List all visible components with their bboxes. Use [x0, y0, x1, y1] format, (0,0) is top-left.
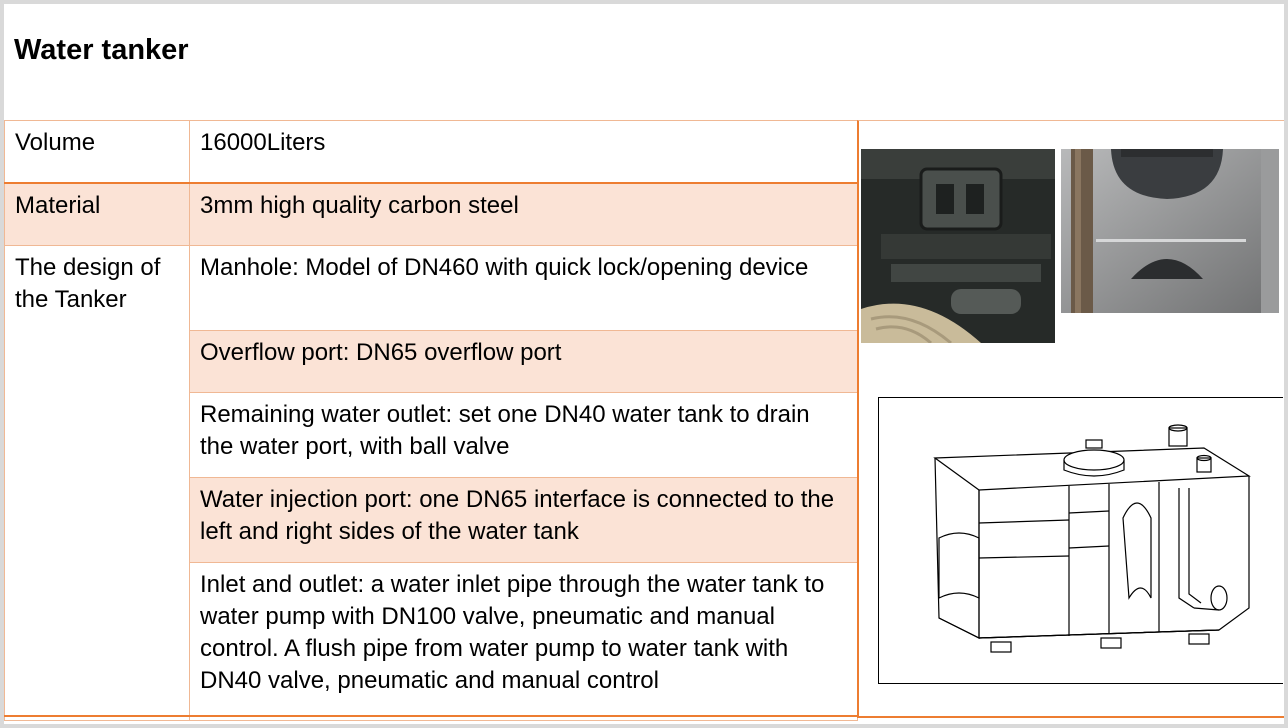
slide: Water tanker Volume 16000Liters Material…: [4, 4, 1284, 724]
row-label: Material: [4, 182, 190, 246]
table-row: Volume 16000Liters: [4, 120, 858, 184]
table-row: Overflow port: DN65 overflow port: [5, 330, 858, 393]
image-cell: [857, 120, 1284, 718]
table-row: Water injection port: one DN65 interface…: [5, 477, 858, 563]
tank-partition-photo: [1061, 149, 1279, 313]
tank-drawing: [878, 397, 1283, 684]
row-label: The design of the Tanker: [4, 245, 190, 721]
table-row: The design of the Tanker Manhole: Model …: [4, 245, 858, 721]
table-row: Inlet and outlet: a water inlet pipe thr…: [5, 562, 858, 721]
row-value: Remaining water outlet: set one DN40 wat…: [189, 392, 858, 478]
table-row: Material 3mm high quality carbon steel: [4, 182, 858, 246]
page-title: Water tanker: [14, 34, 189, 66]
spec-table: Volume 16000Liters Material 3mm high qua…: [4, 120, 858, 721]
table-bottom-rule: [4, 715, 859, 717]
row-value: Inlet and outlet: a water inlet pipe thr…: [189, 562, 858, 721]
tank-interior-photo: [861, 149, 1055, 343]
row-value: Manhole: Model of DN460 with quick lock/…: [189, 245, 858, 331]
row-value: 3mm high quality carbon steel: [189, 182, 858, 246]
row-value: Overflow port: DN65 overflow port: [189, 330, 858, 393]
row-value: Water injection port: one DN65 interface…: [189, 477, 858, 563]
row-label: Volume: [4, 120, 190, 184]
row-value: 16000Liters: [189, 120, 858, 184]
